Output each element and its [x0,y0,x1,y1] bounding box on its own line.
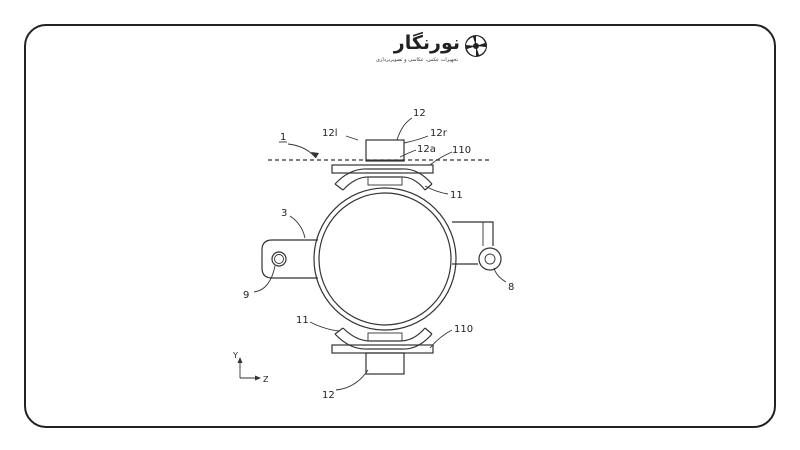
top-plate-110 [331,164,434,174]
logo-tagline: تجهیزات عکس، عکاسی و تصویربرداری [376,57,458,63]
label-12-bottom: 12 [322,390,335,401]
leader-110-bottom [429,329,453,349]
left-ear [261,239,318,279]
top-block-12 [365,139,405,162]
bottom-block-12 [365,352,405,375]
leader-12-top [396,117,413,141]
leader-110-top [429,151,453,166]
left-hole-9-outer [271,251,287,267]
top-clip-end-left [334,183,344,191]
top-clip-center-pad [367,176,403,186]
y-axis-label: Y [232,351,238,360]
inner-ring [318,192,452,326]
label-110-bottom: 110 [454,324,473,335]
logo: نورنگار تجهیزات عکس، عکاسی و تصویربرداری [360,32,490,74]
label-12r: 12r [430,128,448,139]
leader-11-bottom [309,321,341,332]
aperture-logo-icon [465,35,487,57]
z-axis-label: Z [263,375,269,384]
leader-8 [493,267,507,283]
leader-12l [345,135,359,141]
leader-11-top [424,185,449,195]
leader-1 [287,143,317,159]
label-9: 9 [243,290,249,301]
top-clip-end-right [424,183,433,191]
leader-12r [403,135,429,144]
label-12-top: 12 [413,108,426,119]
label-11-top: 11 [450,190,463,201]
outer-ring [313,187,457,331]
leader-12-bottom [335,369,369,391]
y-axis-arrowhead [237,357,243,363]
bottom-clip-end-right [424,327,433,335]
label-8: 8 [508,282,514,293]
label-11-bottom: 11 [296,315,309,326]
z-axis-arrowhead [255,375,261,381]
top-spring-clip-outer [334,168,433,185]
logo-name: نورنگار [393,32,460,54]
bottom-spring-clip-outer [334,333,433,350]
drawing-frame [24,24,776,428]
right-tab-top [452,221,494,246]
right-hole-8-outer [478,247,502,271]
leader-3 [289,215,306,239]
label-3: 3 [281,208,287,219]
label-12a: 12a [417,144,436,155]
leader-9 [253,265,276,293]
label-110-top: 110 [452,145,471,156]
leader-1-arrowhead [311,152,319,158]
leader-12a [399,149,417,158]
bottom-clip-center-pad [367,332,403,342]
label-1: 1 [280,132,286,143]
label-12l: 12l [322,128,338,139]
left-hole-9-inner [274,254,284,264]
right-hole-8-inner [484,253,496,265]
